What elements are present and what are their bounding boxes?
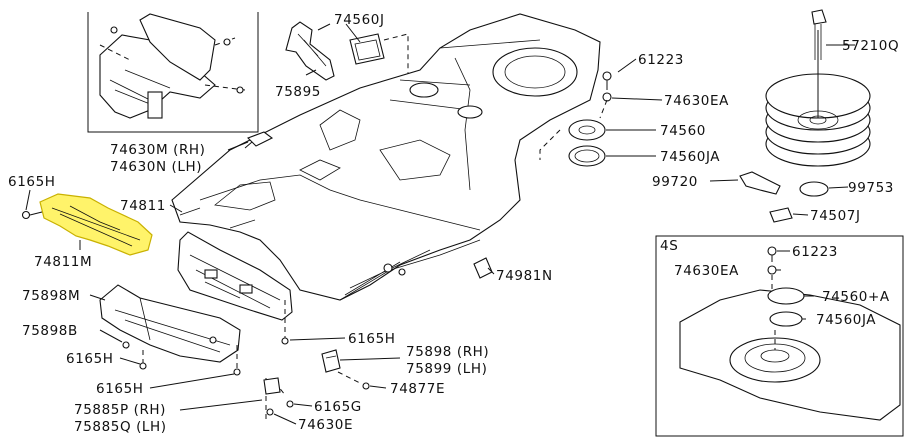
label-6165H-lowleft: 6165H [66,351,114,367]
label-74811M: 74811M [34,254,92,270]
part-74981N-bracket [473,257,493,279]
part-75898-75899-bracket [321,349,363,385]
label-74630M: 74630M (RH) [110,142,206,158]
bracket-inset [87,12,259,133]
label-6165G: 6165G [314,399,362,415]
label-74560JA-inset: 74560JA [816,312,876,328]
label-61223-top: 61223 [638,52,684,68]
label-74630E: 74630E [298,417,353,433]
label-6165H-bottom: 6165H [96,381,144,397]
label-74560JA-top: 74560JA [660,149,720,165]
label-74981N: 74981N [496,268,553,284]
floor-pan [171,13,601,301]
label-74630N: 74630N (LH) [110,159,202,175]
part-74630M-bracket [244,131,274,149]
label-75885P: 75885P (RH) [74,402,166,418]
label-75885Q: 75885Q (LH) [74,419,167,435]
label-74630EA-top: 74630EA [664,93,729,109]
part-74811M-highlighted [21,193,153,256]
label-61223-inset: 61223 [792,244,838,260]
small-accessories [709,171,829,223]
fasteners [122,300,370,420]
label-74507J: 74507J [810,208,861,224]
label-6165H-mid: 6165H [348,331,396,347]
label-74877E: 74877E [390,381,445,397]
part-74811-member [177,231,293,321]
leader-lines [25,23,855,425]
part-75898M-shield [99,284,241,363]
spare-tire-clamp-parts [539,71,612,167]
label-75898B: 75898B [22,323,78,339]
label-74630EA-inset: 74630EA [674,263,739,279]
label-74560-top: 74560 [660,123,706,139]
label-75898M: 75898M [22,288,80,304]
spare-tire [765,9,871,167]
label-74811: 74811 [120,198,166,214]
label-75899LH: 75899 (LH) [406,361,487,377]
label-6165H-left: 6165H [8,174,56,190]
label-4S: 4S [660,238,678,254]
part-labels: 74560J 61223 57210Q 75895 74630EA 74560 … [8,12,899,435]
label-75898RH: 75898 (RH) [406,344,489,360]
inset-4S [655,235,904,437]
label-75895: 75895 [275,84,321,100]
part-75895-bracket [285,21,335,81]
label-74560plusA: 74560+A [822,289,890,305]
label-57210Q: 57210Q [842,38,899,54]
label-74560J: 74560J [334,12,385,28]
label-99720: 99720 [652,174,698,190]
label-99753: 99753 [848,180,894,196]
